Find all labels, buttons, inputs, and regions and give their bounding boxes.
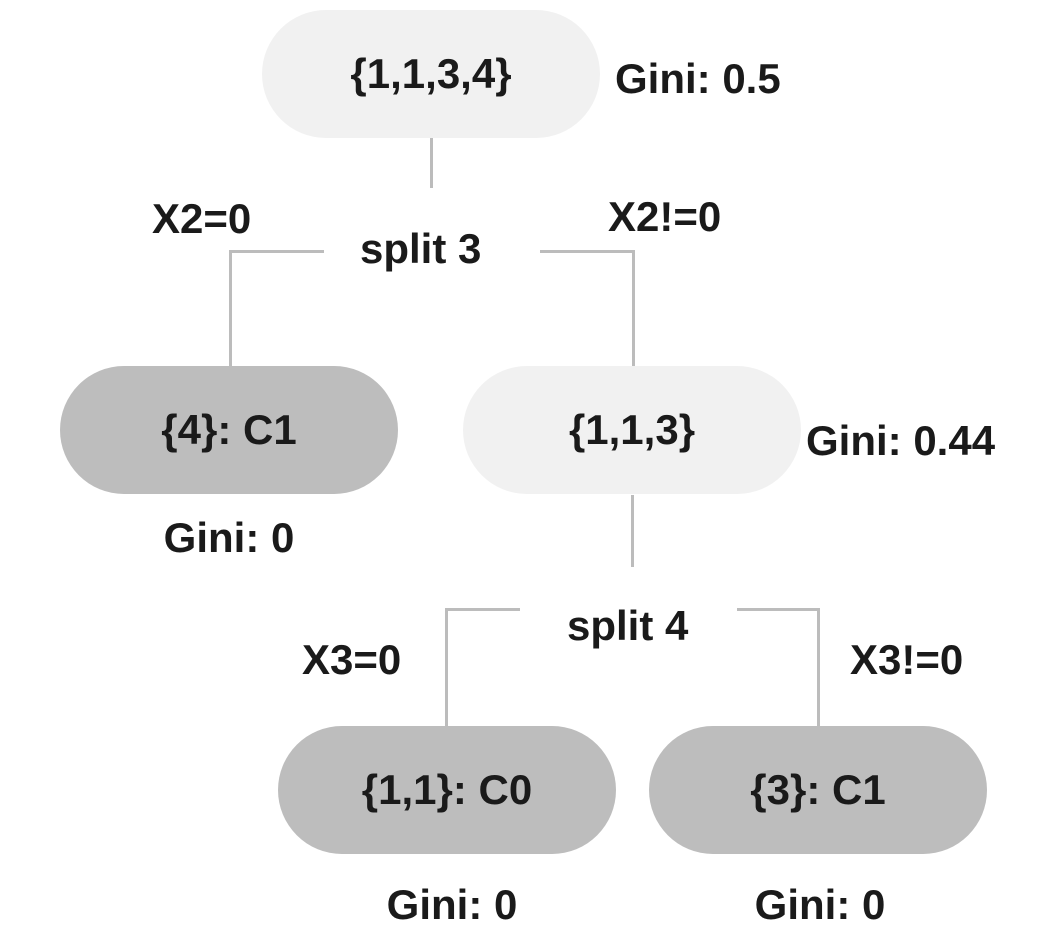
split4-right-condition: X3!=0	[850, 636, 964, 683]
split4-left-condition: X3=0	[302, 636, 402, 683]
c1-leaf-node: {3}: C1	[649, 726, 987, 854]
root-node: {1,1,3,4}	[262, 10, 600, 138]
edge-split3-right-vertical	[632, 250, 635, 367]
split3-left-condition: X2=0	[152, 195, 252, 242]
edge-split3-left-vertical	[229, 250, 232, 367]
c1-leaf-gini: Gini: 0	[754, 881, 886, 928]
c0-leaf-node: {1,1}: C0	[278, 726, 616, 854]
edge-split4-right-vertical	[817, 608, 820, 726]
mid-node-label: {1,1,3}	[568, 406, 696, 453]
root-node-label: {1,1,3,4}	[350, 50, 512, 97]
c0-leaf-gini: Gini: 0	[386, 881, 518, 928]
mid-node: {1,1,3}	[463, 366, 801, 494]
left-leaf-label: {4}: C1	[161, 406, 297, 453]
split4-label: split 4	[567, 602, 689, 649]
split3-right-condition: X2!=0	[608, 193, 722, 240]
c0-leaf-label: {1,1}: C0	[361, 766, 533, 813]
edge-split4-left-horizontal	[445, 608, 520, 611]
edge-split4-left-vertical	[445, 608, 448, 726]
edge-split4-right-horizontal	[737, 608, 820, 611]
edge-root-to-split3	[430, 138, 433, 188]
left-leaf-gini: Gini: 0	[163, 514, 295, 561]
root-gini: Gini: 0.5	[615, 55, 781, 102]
edge-split3-left-horizontal	[229, 250, 324, 253]
edge-mid-to-split4	[631, 495, 634, 567]
mid-gini: Gini: 0.44	[806, 417, 996, 464]
split3-label: split 3	[360, 225, 482, 272]
c1-leaf-label: {3}: C1	[750, 766, 886, 813]
left-leaf-node: {4}: C1	[60, 366, 398, 494]
edge-split3-right-horizontal	[540, 250, 635, 253]
